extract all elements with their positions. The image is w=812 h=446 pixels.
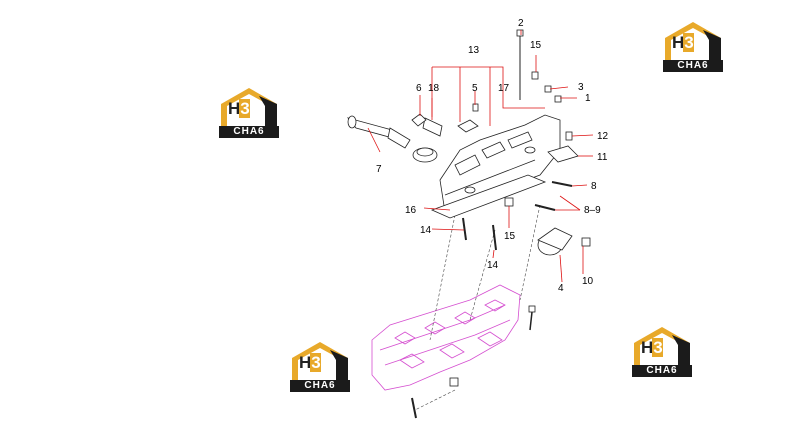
- nut-head: [449, 377, 459, 387]
- callout-3: 3: [578, 82, 584, 93]
- callout-13: 13: [468, 45, 480, 56]
- nut-lower: [504, 197, 514, 207]
- watermark-logo: H3 CHA6: [290, 340, 350, 394]
- leader-lines: [367, 30, 594, 283]
- nut: [581, 237, 591, 247]
- callout-16: 16: [405, 205, 417, 216]
- callout-4: 5: [472, 83, 478, 94]
- watermark-logo: H3 CHA6: [632, 325, 692, 379]
- logo-mark: H3: [641, 338, 663, 357]
- gasket: [430, 174, 547, 219]
- callout-14-left: 14: [420, 225, 432, 236]
- logo-band: CHA6: [290, 380, 350, 392]
- callout-18: 18: [428, 83, 440, 94]
- callout-8: 8: [591, 181, 597, 192]
- callout-11: 11: [597, 152, 608, 163]
- callout-6: 6: [416, 83, 422, 94]
- hose-clip: [411, 113, 427, 127]
- top-bolts: [472, 29, 562, 112]
- callouts: 2 15 13 3 1 6 18 5 17 12 11 7 8 16 8–9 1…: [376, 18, 609, 294]
- logo-band: CHA6: [632, 365, 692, 377]
- logo-mark: H3: [672, 33, 694, 52]
- valve-cover: [439, 114, 561, 213]
- callout-2: 2: [518, 18, 524, 29]
- callout-17: 17: [498, 83, 510, 94]
- thermostat-housing: [537, 227, 573, 256]
- callout-7: 7: [376, 164, 382, 175]
- grommet: [457, 119, 479, 133]
- callout-1: 1: [585, 93, 591, 104]
- assembly-lines: [414, 204, 541, 411]
- callout-5: 4: [558, 283, 564, 294]
- logo-band: CHA6: [219, 126, 279, 138]
- logo-band: CHA6: [663, 60, 723, 72]
- watermark-logo: H3 CHA6: [219, 86, 279, 140]
- pcv-fitting: [422, 117, 443, 137]
- logo-mark: H3: [228, 99, 250, 118]
- filler-cap: [412, 147, 438, 163]
- callout-15-bottom: 15: [504, 231, 516, 242]
- callout-14-bottom: 14: [487, 260, 499, 271]
- breather-hose: [346, 115, 411, 149]
- logo-mark: H3: [299, 353, 321, 372]
- side-bolt: [528, 305, 536, 331]
- watermark-logo: H3 CHA6: [663, 20, 723, 74]
- callout-15-top: 15: [530, 40, 542, 51]
- callout-8-9: 8–9: [584, 205, 601, 216]
- callout-12: 12: [597, 131, 609, 142]
- callout-10: 10: [582, 276, 594, 287]
- cylinder-head-outline: [371, 284, 521, 391]
- long-studs: [411, 217, 497, 419]
- studs: [534, 181, 573, 211]
